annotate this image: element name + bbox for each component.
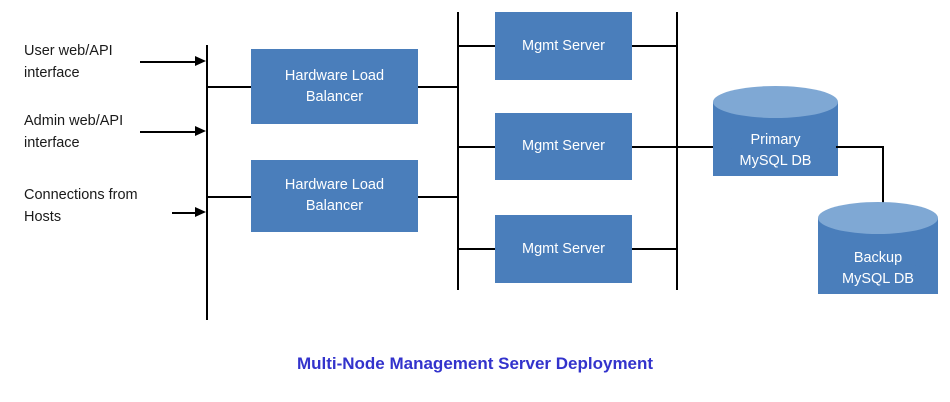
diagram-title: Multi-Node Management Server Deployment (296, 354, 654, 373)
connector-lb1-to-bus2 (418, 86, 458, 88)
mgmt-server-3[interactable]: Mgmt Server (495, 215, 632, 283)
connector-bus1-to-lb1 (206, 86, 252, 88)
connector-mgmt1-to-bus3 (632, 45, 677, 47)
connector-bus2-to-mgmt3 (457, 248, 496, 250)
ingress-bus-line (206, 45, 208, 320)
backup-db-bottom-cap (818, 262, 938, 294)
connector-lb2-to-bus2 (418, 196, 458, 198)
connector-bus2-to-mgmt1 (457, 45, 496, 47)
hardware-load-balancer-2[interactable]: Hardware Load Balancer (251, 160, 418, 232)
input-label-user-web-api: User web/API interface (24, 43, 113, 81)
mgmt-ingress-bus-line (457, 12, 459, 290)
connector-mgmt3-to-bus3 (632, 248, 677, 250)
input-arrow-admin-line (140, 131, 196, 133)
connector-mgmt2-to-bus3 (632, 146, 677, 148)
backup-mysql-db[interactable]: Backup MySQL DB (818, 202, 938, 303)
connector-bus3-to-primary-db (676, 146, 716, 148)
primary-mysql-db[interactable]: Primary MySQL DB (713, 86, 838, 185)
input-label-admin-web-api: Admin web/API interface (24, 113, 124, 151)
backup-db-top-ellipse (818, 202, 938, 234)
mgmt-server-2[interactable]: Mgmt Server (495, 113, 632, 180)
input-arrow-hosts-line (172, 212, 196, 214)
primary-db-label: Primary MySQL DB (739, 132, 812, 169)
connector-replication-down-to-backup-db (882, 146, 884, 218)
db-bus-line (676, 12, 678, 290)
input-arrow-user-line (140, 61, 196, 63)
input-arrow-hosts-head (195, 207, 206, 217)
input-arrow-admin-head (195, 126, 206, 136)
primary-db-top-ellipse (713, 86, 838, 118)
input-arrow-user-head (195, 56, 206, 66)
hardware-load-balancer-1[interactable]: Hardware Load Balancer (251, 49, 418, 124)
connector-bus2-to-mgmt2 (457, 146, 496, 148)
backup-db-label: Backup MySQL DB (842, 250, 914, 287)
mgmt-server-1[interactable]: Mgmt Server (495, 12, 632, 80)
primary-db-bottom-cap (713, 144, 838, 176)
input-label-connections-from-hosts: Connections from Hosts (24, 187, 138, 225)
connector-bus1-to-lb2 (206, 196, 252, 198)
connector-primary-db-to-replication-corner (836, 146, 884, 148)
